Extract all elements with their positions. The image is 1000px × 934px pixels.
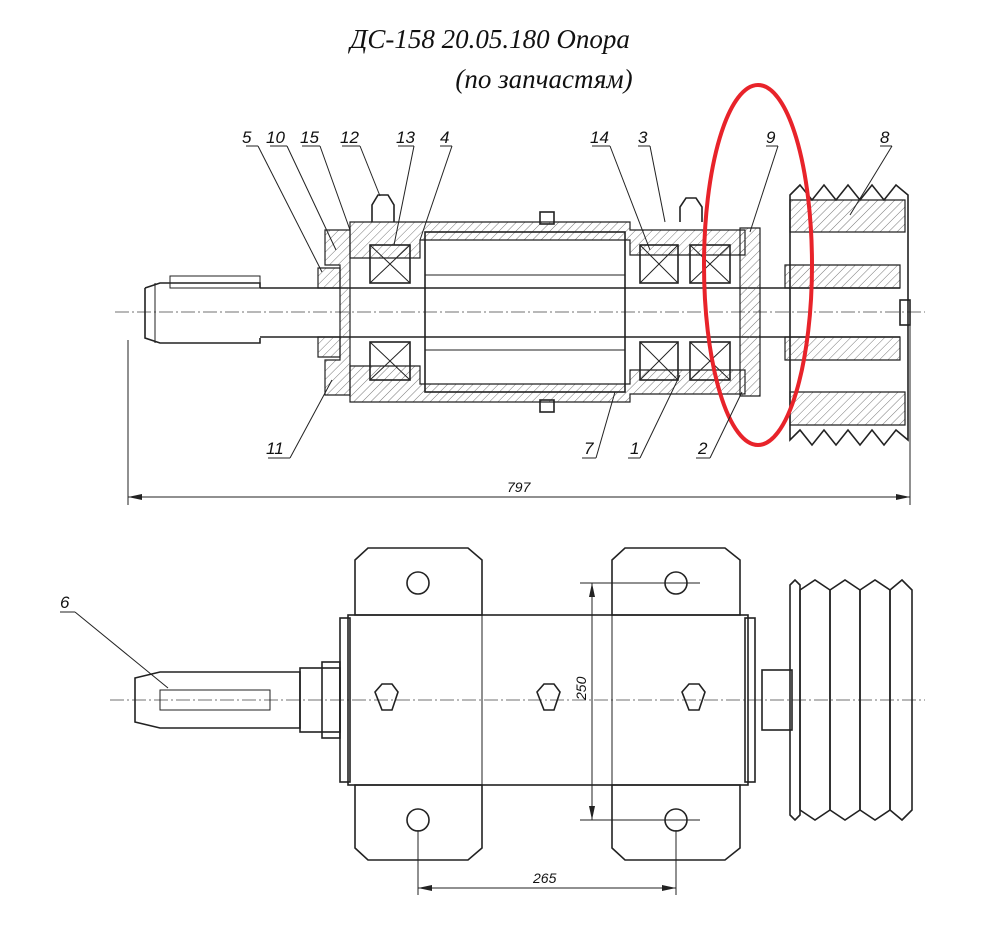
- callout-1: 1: [630, 439, 639, 458]
- drawing-subtitle: (по запчастям): [455, 64, 633, 94]
- nut-icon: [536, 683, 561, 711]
- callout-9: 9: [766, 128, 776, 147]
- highlight-ellipse: [702, 83, 814, 447]
- bearing-right: [639, 244, 731, 381]
- cover-right: [739, 227, 761, 397]
- callout-8: 8: [880, 128, 890, 147]
- housing-bottom: [349, 365, 746, 403]
- dim-250: 250: [573, 676, 589, 701]
- dimension-overall: 797: [127, 325, 911, 505]
- dim-797: 797: [507, 479, 532, 495]
- dim-265: 265: [532, 870, 557, 886]
- pulley-section: [784, 183, 911, 447]
- bearing-left: [369, 244, 411, 381]
- foot-right-top: [611, 547, 741, 616]
- bolt-bottom: [539, 399, 555, 413]
- foot-left-top: [354, 547, 483, 616]
- callout-4: 4: [440, 128, 449, 147]
- grease-fitting-left: [371, 194, 395, 222]
- callout-2: 2: [697, 439, 708, 458]
- section-view: 5 10 15 12 13 4 14 3 9 8 11 7 1: [115, 83, 925, 505]
- dimension-265: 265: [417, 830, 677, 895]
- nut-icon: [681, 683, 706, 711]
- drawing-title: ДС-158 20.05.180 Опора: [350, 24, 630, 54]
- bolt-top: [539, 211, 555, 225]
- mount-hole: [406, 808, 430, 832]
- housing-bore: [424, 231, 626, 393]
- housing-body: [347, 614, 749, 786]
- callout-12: 12: [340, 128, 359, 147]
- shaft-end-left: [144, 282, 261, 344]
- callout-3: 3: [638, 128, 648, 147]
- grease-fitting-right: [679, 197, 703, 222]
- callout-11: 11: [266, 439, 284, 458]
- callout-5: 5: [242, 128, 252, 147]
- callout-7: 7: [584, 439, 594, 458]
- pulley-plan: [761, 578, 913, 822]
- callouts-bottom: 11 7 1 2: [266, 374, 743, 459]
- callout-6: 6: [60, 593, 70, 612]
- callout-15: 15: [300, 128, 319, 147]
- dimension-250: 250: [573, 582, 700, 821]
- mount-hole: [406, 571, 430, 595]
- callouts-top: 5 10 15 12 13 4 14 3 9 8: [242, 128, 893, 273]
- callout-14: 14: [590, 128, 609, 147]
- nut-icon: [374, 683, 399, 711]
- plan-view: 6 250 265: [60, 547, 925, 895]
- cover-left: [324, 229, 351, 396]
- callout-10: 10: [266, 128, 285, 147]
- callout-13: 13: [396, 128, 415, 147]
